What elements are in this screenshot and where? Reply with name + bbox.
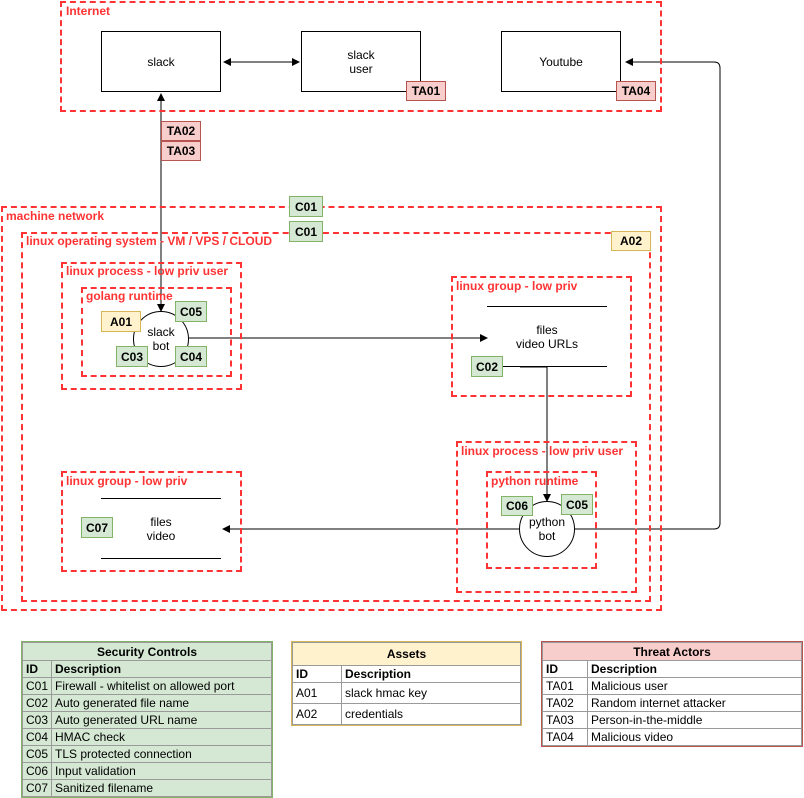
node-files-video[interactable]: files video: [146, 514, 176, 543]
zone-group-files-video: [61, 471, 242, 572]
legend-threats-col-desc: Description: [587, 660, 802, 678]
tag-a02: A02: [611, 231, 651, 251]
store-video-top-line: [101, 498, 221, 499]
legend-threats-col-id: ID: [542, 660, 588, 678]
node-python-bot[interactable]: python bot: [519, 501, 575, 557]
node-slack[interactable]: slack: [101, 31, 221, 92]
store-urls-top-line: [487, 306, 607, 307]
zone-golang-runtime-label: golang runtime: [86, 289, 173, 303]
legend-assets-title: Assets: [292, 642, 521, 666]
tag-c04: C04: [175, 346, 207, 367]
zone-internet: [60, 1, 662, 112]
node-files-video-urls[interactable]: files video URLs: [515, 322, 579, 351]
zone-process-golang: [61, 262, 242, 390]
zone-linux-os: [21, 232, 651, 602]
tag-ta02: TA02: [161, 121, 201, 141]
tag-c05-golang: C05: [175, 301, 207, 322]
edge-python-bot-to-youtube: [574, 58, 721, 530]
legend-controls-title: Security Controls: [22, 642, 272, 661]
tag-c06: C06: [501, 496, 533, 516]
tag-c07: C07: [81, 517, 113, 538]
zone-group-files-video-label: linux group - low priv: [66, 474, 188, 488]
zone-linux-os-label: linux operating system - VM / VPS / CLOU…: [26, 234, 273, 248]
node-slack-user[interactable]: slack user: [301, 31, 421, 92]
legend-assets-col-desc: Description: [341, 665, 521, 683]
tag-a01: A01: [101, 311, 141, 332]
zone-group-files-urls-label: linux group - low priv: [456, 279, 578, 293]
zone-machine-network-label: machine network: [6, 209, 105, 223]
legend-assets-col-id: ID: [292, 665, 342, 683]
node-youtube[interactable]: Youtube: [501, 31, 621, 92]
tag-ta04: TA04: [616, 81, 656, 101]
tag-c02: C02: [471, 356, 503, 377]
zone-golang-runtime: [81, 287, 232, 377]
legend-controls-col-id: ID: [21, 660, 53, 678]
tag-c01-network: C01: [289, 196, 323, 217]
legend-threats-title: Threat Actors: [542, 642, 802, 661]
zone-group-files-urls: [451, 276, 632, 397]
zone-process-golang-label: linux process - low priv user: [66, 264, 229, 278]
edge-files-to-python-bot: [520, 366, 551, 502]
zone-python-runtime: [486, 471, 597, 569]
tag-ta01: TA01: [406, 81, 446, 101]
zone-python-runtime-label: python runtime: [491, 474, 579, 488]
zone-process-python-label: linux process - low priv user: [461, 444, 624, 458]
store-video-bottom-line: [101, 558, 221, 559]
tag-c01-os: C01: [289, 221, 323, 242]
tag-c03: C03: [116, 346, 148, 367]
zone-machine-network: [1, 206, 662, 611]
zone-process-python: [456, 441, 637, 593]
zone-internet-label: Internet: [66, 4, 111, 18]
tag-c05-python: C05: [561, 494, 593, 515]
legend-controls-col-desc: Description: [51, 660, 272, 678]
store-urls-bottom-line: [487, 366, 607, 367]
tag-ta03: TA03: [161, 141, 201, 161]
